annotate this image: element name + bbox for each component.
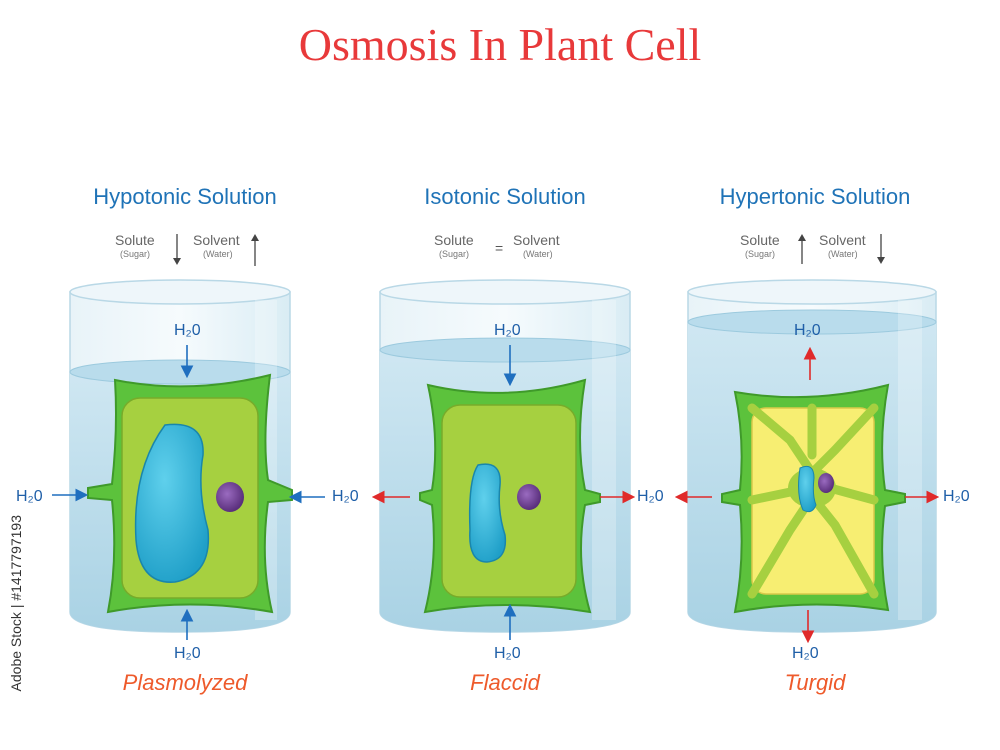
solute-label: Solute xyxy=(434,232,474,248)
caption-turgid: Turgid xyxy=(784,670,846,695)
caption-plasmolyzed: Plasmolyzed xyxy=(122,670,248,695)
arrow-down-icon xyxy=(877,234,885,264)
beaker-hypertonic xyxy=(687,279,937,633)
plant-cell-flaccid xyxy=(419,378,601,614)
h2o-label-p1-bottom: H₂0 xyxy=(174,645,201,662)
water-arrows xyxy=(52,345,940,644)
h2o-label-p3-right: H₂0 xyxy=(943,488,970,505)
heading-isotonic: Isotonic Solution xyxy=(424,184,586,209)
solvent-sub: (Water) xyxy=(203,249,233,259)
h2o-label-p1-left: H₂0 xyxy=(16,488,43,505)
h2o-label-p3-top: H₂0 xyxy=(794,322,821,339)
solute-label: Solute xyxy=(740,232,780,248)
ratio-hypotonic: Solute (Sugar) Solvent (Water) xyxy=(30,232,340,272)
h2o-label-p2-top: H₂0 xyxy=(494,322,521,339)
h2o-label-p2-right: H₂0 xyxy=(637,488,664,505)
solute-sub: (Sugar) xyxy=(120,249,151,259)
plant-cell-turgid xyxy=(721,383,906,614)
solute-sub: (Sugar) xyxy=(439,249,470,259)
h2o-label-p3-bottom: H₂0 xyxy=(792,645,819,662)
arrow-up-icon xyxy=(798,234,806,264)
beaker-hypotonic xyxy=(69,279,293,633)
plant-cell-plasmolyzed xyxy=(87,373,293,614)
equals-sign: = xyxy=(495,240,504,256)
ratio-isotonic: Solute (Sugar) = Solvent (Water) xyxy=(350,232,660,272)
ratio-hypertonic: Solute (Sugar) Solvent (Water) xyxy=(660,232,970,272)
h2o-label-p1-right: H₂0 xyxy=(332,488,359,505)
solvent-label: Solvent xyxy=(819,232,866,248)
solvent-label: Solvent xyxy=(513,232,560,248)
caption-flaccid: Flaccid xyxy=(470,670,540,695)
stock-id-text: Adobe Stock | #1417797193 xyxy=(8,515,24,692)
solute-sub: (Sugar) xyxy=(745,249,776,259)
page-title: Osmosis In Plant Cell xyxy=(298,19,702,70)
solvent-sub: (Water) xyxy=(828,249,858,259)
arrow-up-icon xyxy=(251,234,259,266)
heading-hypotonic: Hypotonic Solution xyxy=(93,184,277,209)
h2o-label-p1-top: H₂0 xyxy=(174,322,201,339)
solvent-label: Solvent xyxy=(193,232,240,248)
solute-label: Solute xyxy=(115,232,155,248)
h2o-label-p2-bottom: H₂0 xyxy=(494,645,521,662)
beaker-isotonic xyxy=(379,279,631,633)
solvent-sub: (Water) xyxy=(523,249,553,259)
heading-hypertonic: Hypertonic Solution xyxy=(719,184,911,209)
arrow-down-icon xyxy=(173,234,181,265)
